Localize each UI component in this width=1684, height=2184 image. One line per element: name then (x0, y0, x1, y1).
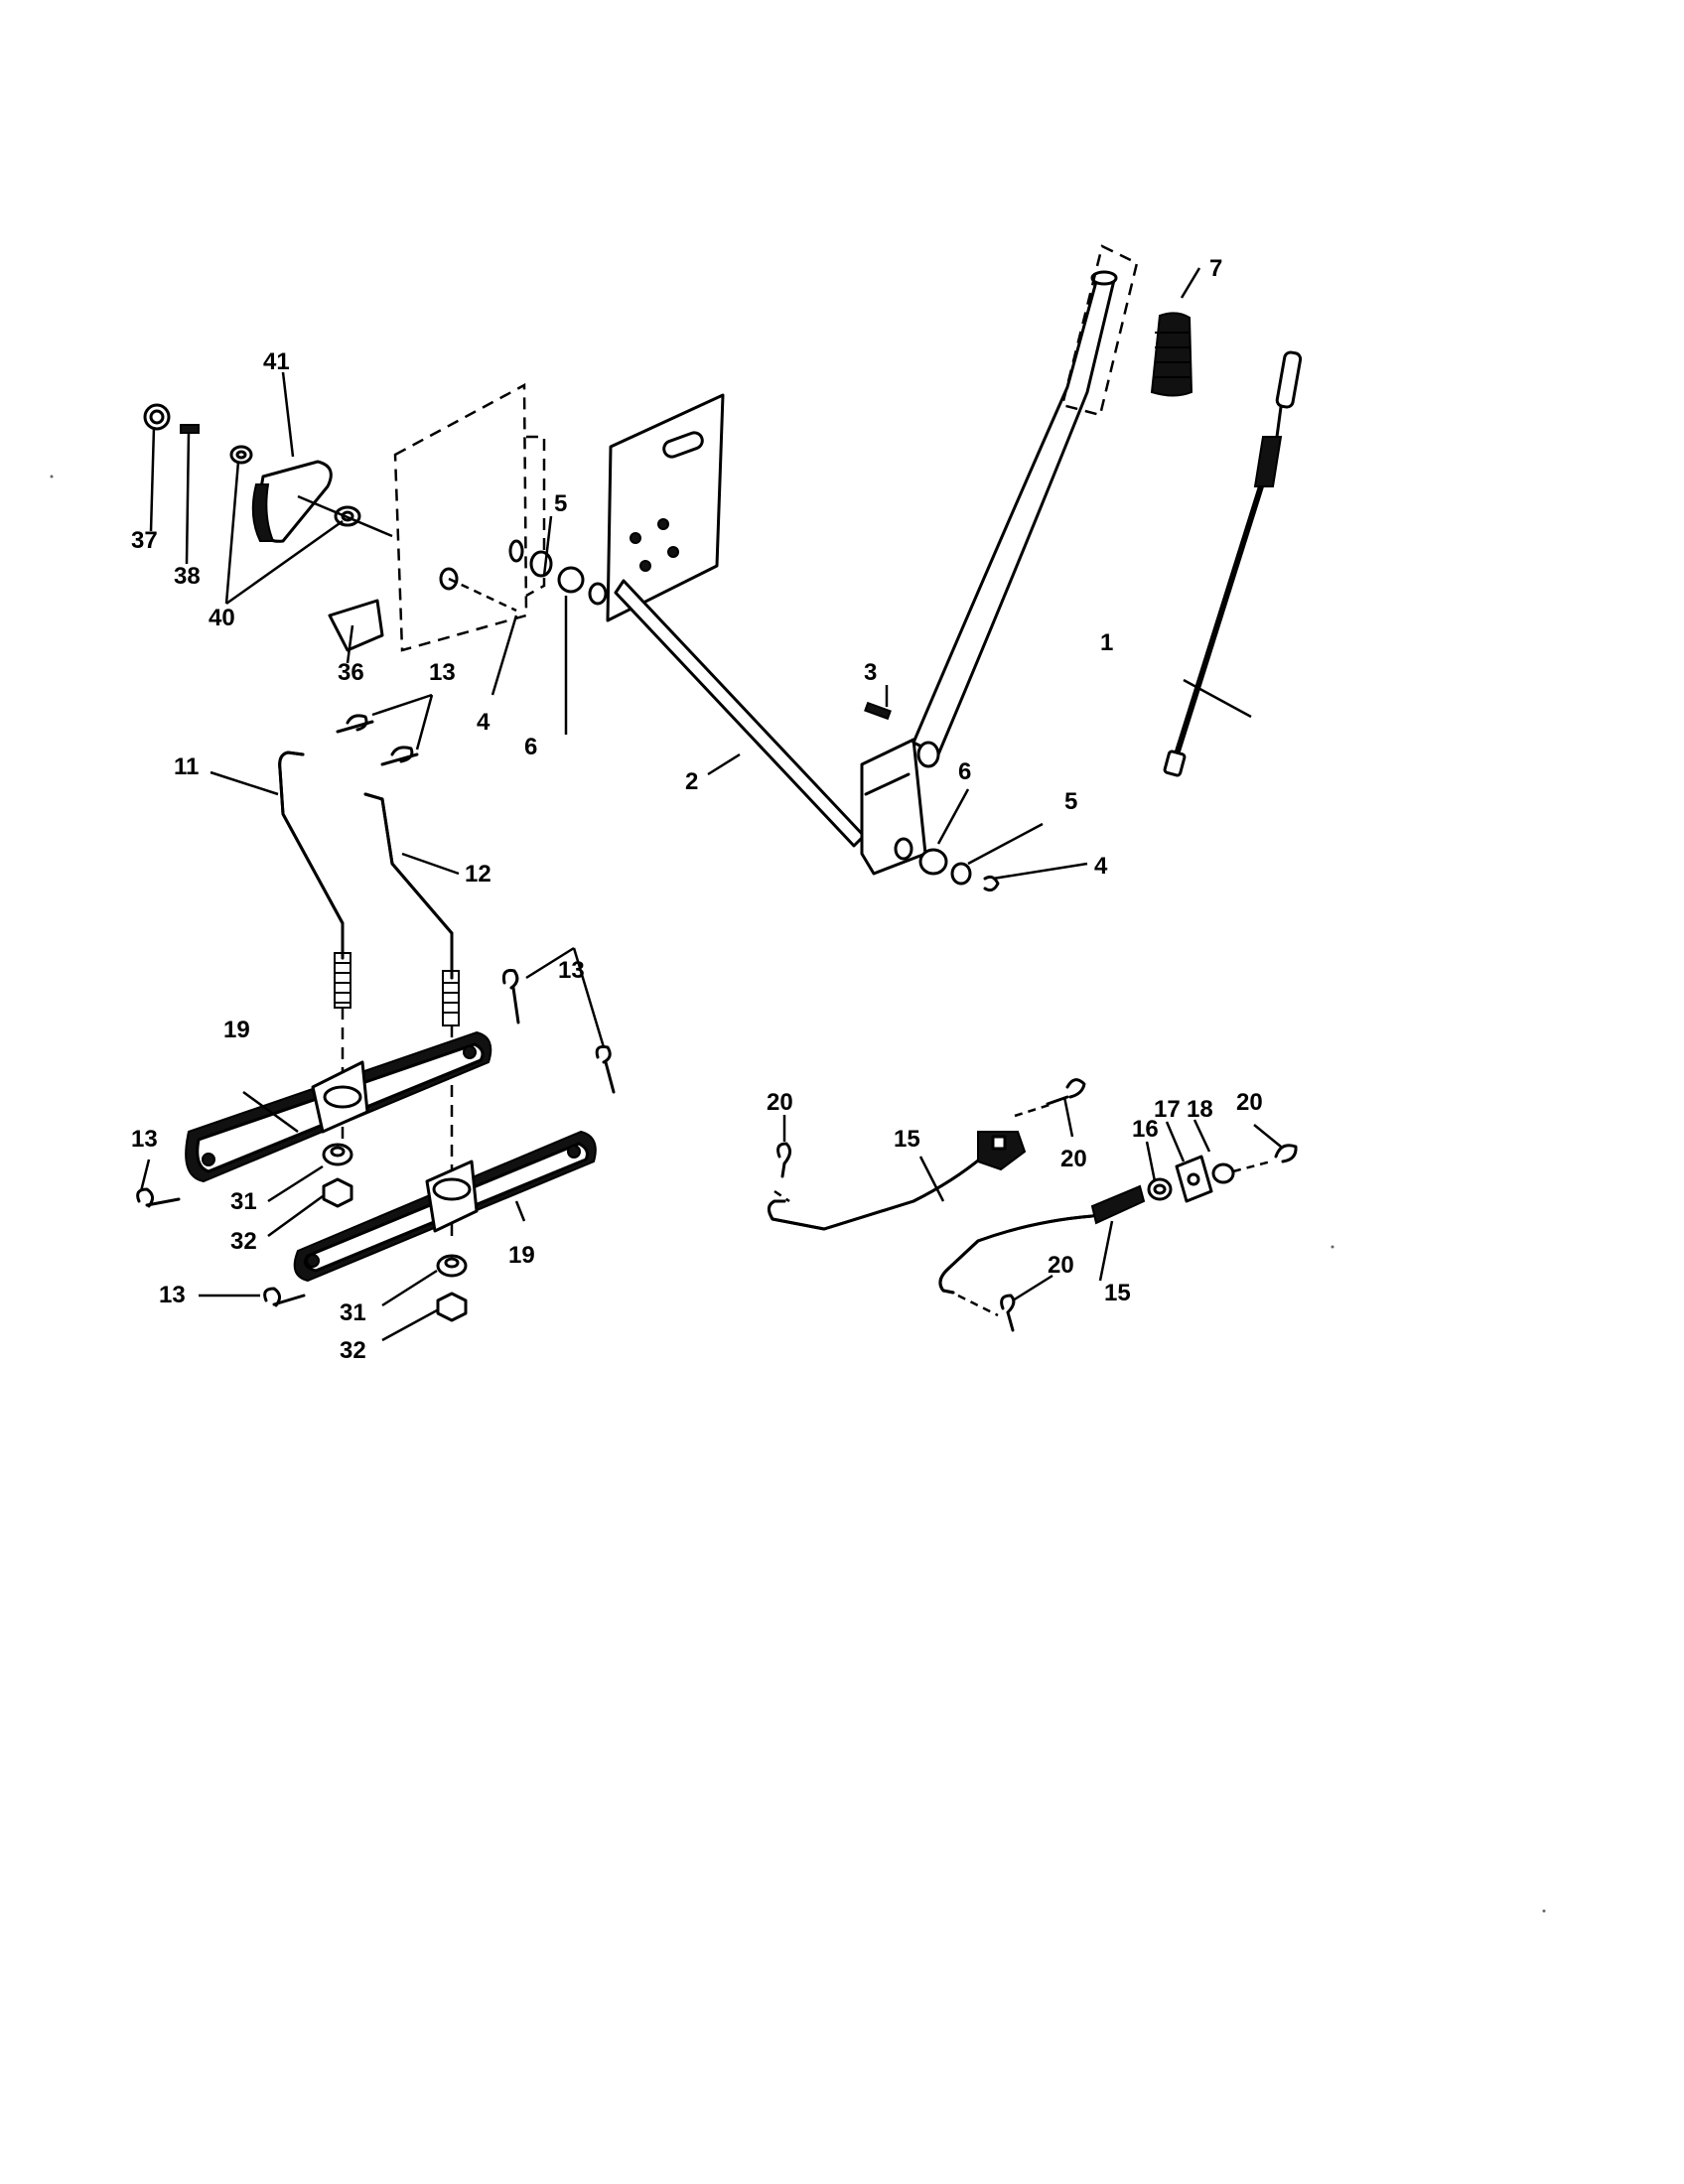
rod-15-upper (768, 1131, 1027, 1231)
callout-37: 37 (131, 527, 158, 554)
callout-15: 15 (894, 1126, 920, 1153)
callout-31: 31 (230, 1188, 257, 1215)
lift-link-11 (278, 751, 351, 1009)
callout-32: 32 (340, 1337, 366, 1364)
callout-17: 17 (1154, 1096, 1181, 1123)
lift-link-12 (363, 792, 460, 1026)
callout-6: 6 (958, 758, 971, 785)
callout-7: 7 (1209, 255, 1222, 282)
callout-38: 38 (174, 563, 201, 590)
lift-rod-1 (1163, 350, 1303, 777)
callout-6: 6 (524, 734, 537, 760)
callout-20: 20 (1048, 1252, 1074, 1279)
bracket-36 (328, 599, 384, 652)
lift-arm-19-lower (293, 1130, 597, 1283)
callout-19: 19 (508, 1242, 535, 1269)
callout-4: 4 (477, 709, 491, 736)
hairpins-20 (773, 1078, 1298, 1332)
callout-31: 31 (340, 1299, 366, 1326)
callout-18: 18 (1187, 1096, 1213, 1123)
callout-16: 16 (1132, 1116, 1159, 1143)
callout-13: 13 (429, 659, 456, 686)
callout-labels: 1 2 3 4 4 5 5 6 6 7 11 12 13 13 13 13 15… (131, 255, 1263, 1364)
callout-11: 11 (174, 753, 199, 780)
grip-spring-7 (1150, 312, 1193, 397)
swivel-16-17-18 (1147, 1155, 1272, 1203)
callout-20: 20 (1236, 1089, 1263, 1116)
rod-15-lower (938, 1184, 1146, 1295)
leader-lines (139, 267, 1282, 1342)
callout-13: 13 (558, 957, 585, 984)
height-adjust-knob (143, 403, 393, 543)
callout-40: 40 (209, 605, 235, 631)
handle-grip-outline (1060, 244, 1139, 417)
callout-13: 13 (159, 1282, 186, 1308)
nuts-31-32 (322, 1143, 468, 1322)
callout-4: 4 (1094, 853, 1108, 880)
cotter-pins-13-lower (136, 969, 616, 1307)
callout-36: 36 (338, 659, 364, 686)
callout-3: 3 (864, 659, 877, 686)
callout-41: 41 (263, 348, 290, 375)
callout-2: 2 (685, 768, 698, 795)
callout-20: 20 (767, 1089, 793, 1116)
callout-13: 13 (131, 1126, 158, 1153)
callout-19: 19 (223, 1017, 250, 1043)
cotter-pins-13-upper (336, 714, 419, 766)
lift-arm-19-upper (185, 1030, 492, 1183)
callout-12: 12 (465, 861, 491, 887)
callout-5: 5 (1064, 788, 1077, 815)
callout-1: 1 (1100, 629, 1113, 656)
lift-shaft-assembly (508, 270, 1118, 892)
callout-32: 32 (230, 1228, 257, 1255)
callout-20: 20 (1060, 1146, 1087, 1172)
mounting-panel-outline (393, 382, 546, 652)
callout-15: 15 (1104, 1280, 1131, 1306)
callout-5: 5 (554, 490, 567, 517)
